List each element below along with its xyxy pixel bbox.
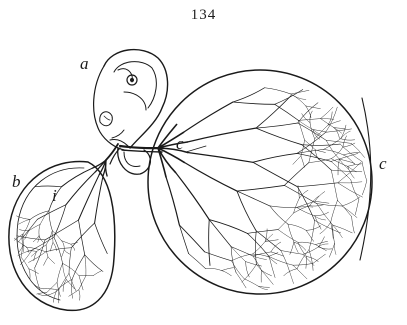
embryo-and-amnion: [94, 50, 168, 175]
allantois: [148, 70, 372, 294]
label-b: b: [12, 172, 21, 192]
label-i: i: [52, 186, 57, 206]
label-a: a: [80, 54, 89, 74]
yolk-sac: [9, 160, 115, 310]
label-c-inner: c: [176, 134, 184, 154]
label-leaders: [186, 146, 206, 152]
label-c-outer: c: [379, 154, 387, 174]
